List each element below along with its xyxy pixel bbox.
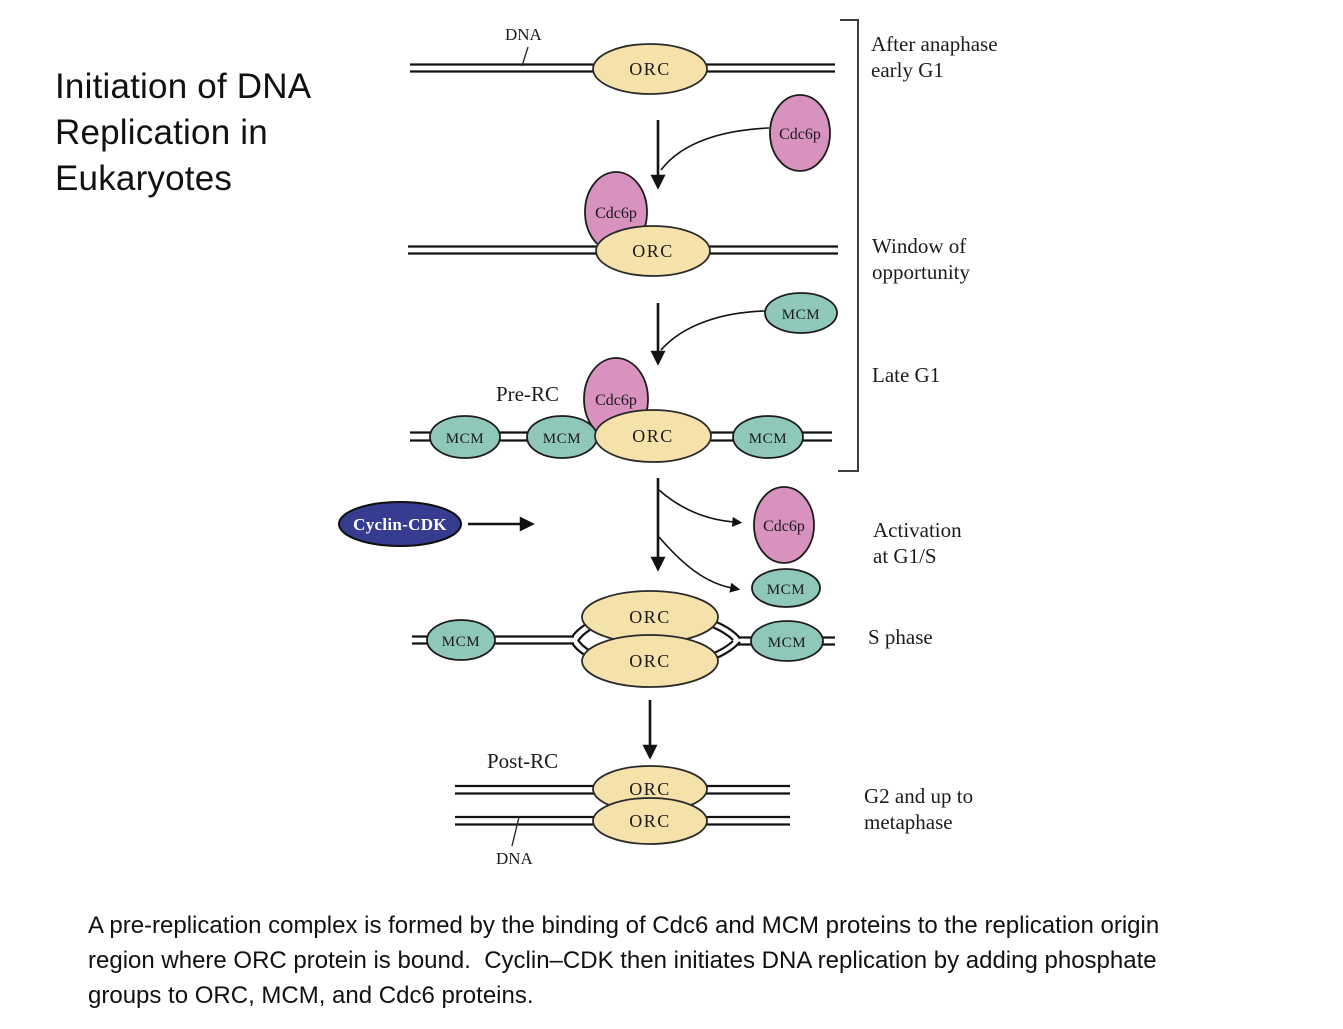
cdc6p-label-released: Cdc6p [763, 518, 805, 535]
orc-label-postrc-top: ORC [629, 779, 671, 799]
mcm-ellipse-prerc-1 [429, 415, 501, 459]
stage-label-activation: Activation at G1/S [873, 518, 962, 568]
cdc6p-ellipse-released [753, 486, 815, 564]
orc-ellipse-postrc-bottom [592, 797, 708, 845]
orc-ellipse-sphase-bottom [581, 634, 719, 688]
cyclin-cdk-ellipse [338, 501, 462, 547]
dna-pointer-top [521, 46, 529, 67]
orc-label-postrc-bottom: ORC [629, 811, 671, 831]
dna-pointer-bottom [511, 816, 520, 847]
cyclin-cdk-label: Cyclin-CDK [353, 515, 447, 534]
stage-label-g2: G2 and up to metaphase [864, 784, 974, 834]
figure-caption: A pre-replication complex is formed by t… [88, 912, 1160, 1009]
orc-ellipse-prerc [594, 409, 712, 463]
mcm-ellipse-sphase-right [750, 620, 824, 662]
post-rc-annotation: Post-RC [487, 749, 559, 773]
pre-rc-annotation: Pre-RC [496, 382, 559, 406]
mcm-ellipse-prerc-3 [732, 415, 804, 459]
mcm-label-sphase-left: MCM [442, 634, 480, 650]
orc-label-row1: ORC [629, 59, 671, 79]
cdc6p-label-row2: Cdc6p [595, 205, 637, 222]
mcm-label-free: MCM [782, 307, 820, 323]
mcm-label-prerc-2: MCM [543, 431, 581, 447]
cdc6p-ellipse-free [769, 94, 831, 172]
stage-label-after-anaphase: After anaphase early G1 [871, 32, 998, 82]
orc-ellipse-row1 [592, 43, 708, 95]
mcm-label-prerc-3: MCM [749, 431, 787, 447]
mcm-release-arrow [658, 536, 741, 593]
dna-annotation-bottom: DNA [496, 849, 533, 868]
stage-label-s-phase: S phase [868, 625, 933, 649]
stage-label-late-g1: Late G1 [872, 363, 941, 387]
mcm-recruitment-curve [660, 310, 767, 351]
mcm-label-sphase-right: MCM [768, 635, 806, 651]
cdc6p-release-arrow [658, 489, 743, 527]
mcm-ellipse-released [751, 568, 821, 608]
orc-ellipse-row2 [595, 225, 711, 277]
mcm-ellipse-sphase-left [426, 619, 496, 661]
dna-annotation-top: DNA [505, 25, 542, 44]
orc-label-sphase-top: ORC [629, 607, 671, 627]
stage-label-window: Window of opportunity [872, 234, 970, 284]
g1-window-bracket [838, 19, 859, 472]
cdc6p-label-free: Cdc6p [779, 126, 821, 143]
cdc6p-label-prerc: Cdc6p [595, 392, 637, 409]
mcm-ellipse-free [764, 292, 838, 334]
cdc6p-recruitment-curve [660, 127, 770, 171]
orc-label-sphase-bottom: ORC [629, 651, 671, 671]
slide-title: Initiation of DNA Replication in Eukaryo… [55, 67, 312, 198]
orc-label-row2: ORC [632, 241, 674, 261]
orc-label-prerc: ORC [632, 426, 674, 446]
mcm-label-prerc-1: MCM [446, 431, 484, 447]
mcm-label-released: MCM [767, 582, 805, 598]
